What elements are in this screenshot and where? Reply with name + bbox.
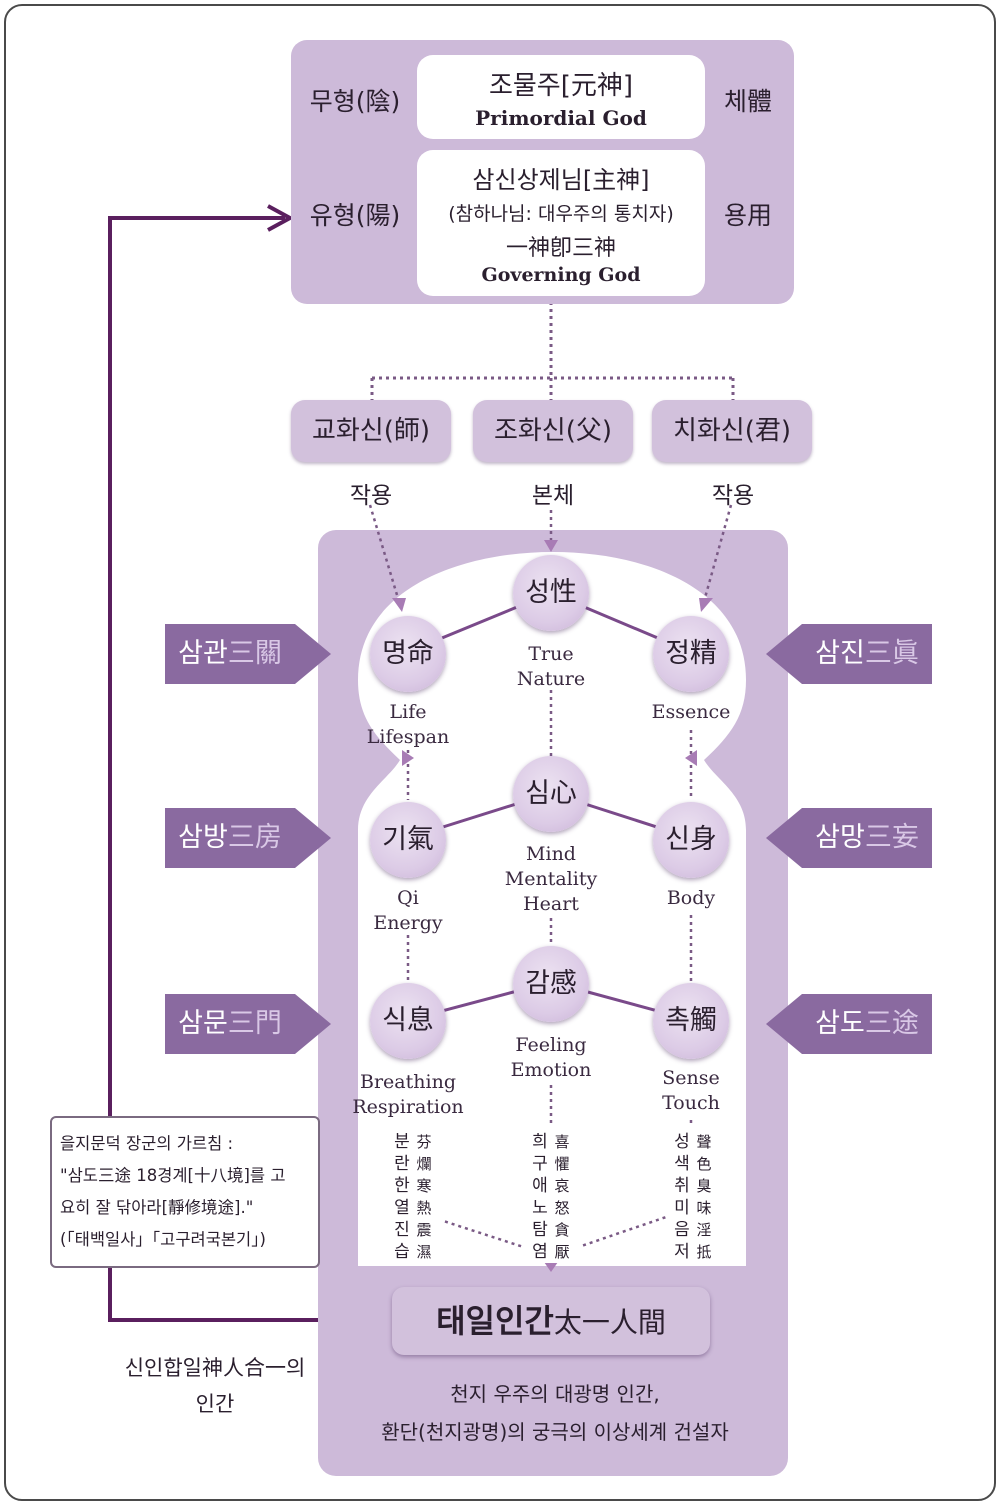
god-teaching: 교화신(師): [291, 400, 451, 462]
tag-samdo-hanja: 三途: [864, 1008, 919, 1039]
god-creation: 조화신(父): [473, 400, 633, 462]
node-chok: 촉觸: [653, 983, 729, 1059]
node-gi: 기氣: [370, 802, 446, 878]
formless-label: 무형(陰): [309, 87, 401, 116]
quote-line-1: 을지문덕 장군의 가르침 :: [60, 1134, 234, 1153]
result-desc-1: 천지 우주의 대광명 인간,: [450, 1382, 660, 1406]
quote-line-4: (「태백일사」「고구려국본기」): [60, 1230, 266, 1249]
list-right: 성 색 취 미 음 저 聲 色 臭 味 淫 抵: [666, 1127, 722, 1263]
node-sik: 식息: [370, 983, 446, 1059]
form-label: 유형(陽): [309, 201, 401, 230]
result-desc-2: 환단(천지광명)의 궁극의 이상세계 건설자: [381, 1420, 729, 1444]
quote-box: 을지문덕 장군의 가르침 : "삼도三途 18경계[十八境]를 고 요히 잘 닦…: [50, 1116, 320, 1268]
list-right-kr: 성 색 취 미 음 저: [674, 1132, 690, 1262]
role-left: 작용: [349, 483, 393, 509]
result-title-hanja: 太一人間: [553, 1306, 666, 1339]
tag-samjin: 삼진三眞: [766, 624, 938, 684]
tag-samjin-kr: 삼진: [815, 638, 865, 669]
tag-samdo: 삼도三途: [766, 994, 938, 1054]
tag-sammun: 삼문三門: [165, 994, 337, 1054]
node-seong: 성性: [513, 555, 589, 631]
god-governance: 치화신(君): [652, 400, 812, 462]
outer-frame: [4, 4, 996, 1501]
tag-samjin-hanja: 三眞: [864, 638, 919, 669]
governing-god-box: 삼신상제님[主神] (참하나님: 대우주의 통치자) 一神卽三神 Governi…: [417, 150, 705, 296]
node-chok-desc: Sense Touch: [662, 1067, 720, 1114]
list-center: 희 구 애 노 탐 염 喜 懼 哀 怒 貪 厭: [524, 1127, 580, 1263]
role-center: 본체: [531, 483, 575, 509]
tag-samgwan-kr: 삼관: [178, 638, 228, 669]
node-sin: 신身: [653, 802, 729, 878]
tag-sammang-kr: 삼망: [815, 822, 865, 853]
list-center-kr: 희 구 애 노 탐 염: [532, 1132, 548, 1262]
tag-samgwan-hanja: 三關: [227, 638, 282, 669]
list-left-hanja: 芬 爛 寒 熱 震 濕: [416, 1133, 432, 1261]
tag-samgwan: 삼관三關: [165, 624, 337, 684]
tag-sambang: 삼방三房: [165, 808, 337, 868]
primordial-god-box: 조물주[元神] Primordial God: [417, 55, 705, 139]
node-sim: 심心: [513, 756, 589, 832]
node-gam: 감感: [513, 946, 589, 1022]
governing-god-en: Governing God: [481, 264, 641, 286]
governing-god-desc: (참하나님: 대우주의 통치자): [448, 203, 674, 225]
node-sim-desc: Mind Mentality Heart: [504, 843, 598, 915]
tag-samdo-kr: 삼도: [815, 1008, 865, 1039]
quote-line-2: "삼도三途 18경계[十八境]를 고: [60, 1166, 286, 1185]
node-myeong-desc: Life Lifespan: [366, 701, 450, 748]
tag-sambang-hanja: 三房: [227, 822, 282, 853]
left-caption: 신인합일神人合一의 인간: [100, 1350, 330, 1422]
tag-sammang-hanja: 三妄: [864, 822, 919, 853]
list-center-hanja: 喜 懼 哀 怒 貪 厭: [554, 1133, 570, 1261]
substance-label: 체體: [723, 87, 772, 116]
governing-god-kr: 삼신상제님[主神]: [472, 166, 650, 194]
role-right: 작용: [711, 483, 755, 509]
list-left: 분 란 한 열 진 습 芬 爛 寒 熱 震 濕: [386, 1127, 442, 1263]
list-left-kr: 분 란 한 열 진 습: [394, 1132, 410, 1262]
tag-sammun-hanja: 三門: [227, 1008, 282, 1039]
primordial-god-en: Primordial God: [475, 106, 647, 130]
result-title-kr: 태일인간: [436, 1302, 554, 1340]
tag-sammun-kr: 삼문: [178, 1008, 228, 1039]
quote-line-3: 요히 잘 닦아라[靜修境途].": [60, 1198, 254, 1217]
node-jeong: 정精: [653, 616, 729, 692]
node-sin-desc: Body: [666, 887, 716, 909]
governing-god-hanja: 一神卽三神: [505, 236, 616, 261]
node-jeong-desc: Essence: [651, 701, 731, 723]
primordial-god-kr: 조물주[元神]: [488, 71, 634, 101]
node-myeong: 명命: [370, 616, 446, 692]
node-gam-desc: Feeling Emotion: [510, 1034, 592, 1081]
tag-sammang: 삼망三妄: [766, 808, 938, 868]
function-label: 용用: [723, 201, 772, 230]
tag-sambang-kr: 삼방: [178, 822, 228, 853]
node-gi-desc: Qi Energy: [373, 887, 443, 934]
node-seong-desc: True Nature: [516, 643, 586, 690]
left-caption-line-2: 인간: [195, 1392, 235, 1416]
arrow-head-top: [267, 204, 295, 232]
node-sik-desc: Breathing Respiration: [352, 1071, 464, 1118]
left-caption-line-1: 신인합일神人合一의: [124, 1356, 306, 1380]
result-box: 태일인간太一人間: [392, 1287, 710, 1355]
list-right-hanja: 聲 色 臭 味 淫 抵: [696, 1133, 712, 1261]
